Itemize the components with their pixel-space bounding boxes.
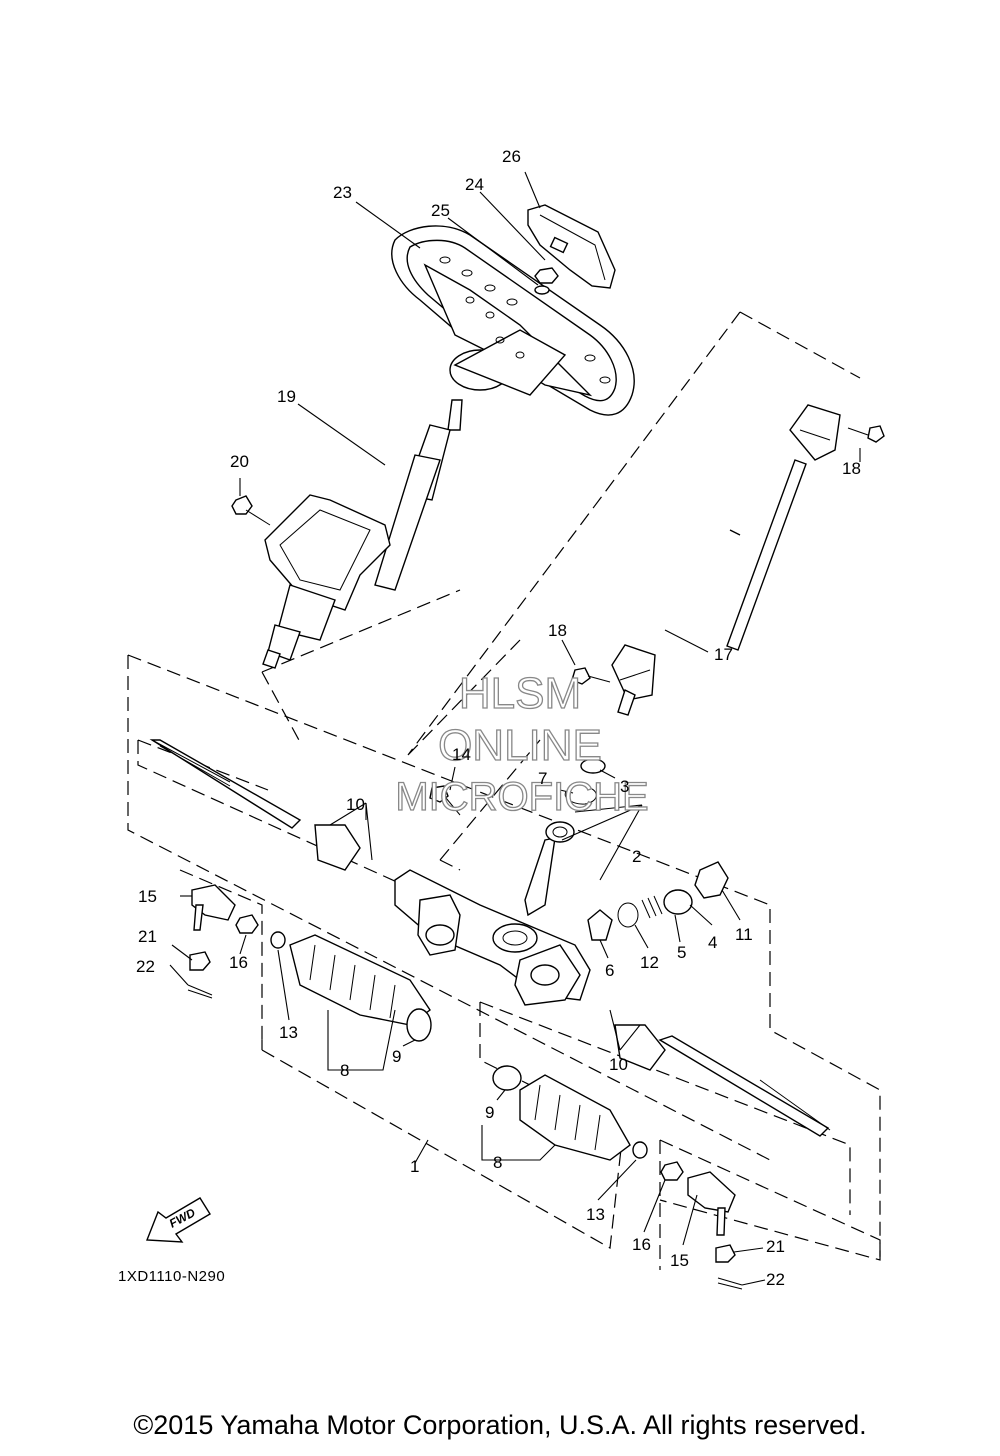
callout-26: 26: [502, 147, 521, 166]
bearing: [545, 821, 575, 843]
callout-21b: 21: [766, 1237, 785, 1256]
callout-20: 20: [230, 452, 249, 471]
tie-rod-nut-right: [660, 1161, 684, 1181]
diagram-code: 1XD1110-N290: [118, 1268, 226, 1285]
wheel-nut: [534, 267, 559, 284]
callout-18b: 18: [548, 621, 567, 640]
rack-guide: [663, 889, 693, 915]
circlip: [564, 787, 597, 805]
callout-25: 25: [431, 201, 450, 220]
watermark: HLSM ONLINE MICROFICHE: [395, 668, 650, 819]
callout-22b: 22: [766, 1270, 785, 1289]
fwd-arrow-icon: FWD: [145, 1197, 211, 1243]
callout-6: 6: [605, 961, 614, 980]
lock-nut: [694, 861, 729, 899]
callout-18a: 18: [842, 459, 861, 478]
column-bolt: [231, 495, 271, 526]
wheel-washer: [534, 285, 550, 295]
band-left: [406, 1008, 432, 1042]
callout-7: 7: [538, 769, 547, 788]
castle-nut-right: [715, 1244, 736, 1263]
callout-23: 23: [333, 183, 352, 202]
boot-left: [289, 934, 431, 1026]
callout-14: 14: [452, 745, 471, 764]
callout-15a: 15: [138, 887, 157, 906]
callout-8a: 8: [340, 1061, 349, 1080]
band-right: [492, 1065, 522, 1091]
spring: [641, 895, 663, 919]
cotter-pin-right: [717, 1277, 743, 1290]
watermark-line-2: ONLINE: [438, 721, 602, 770]
oil-seal: [580, 758, 606, 774]
callout-19: 19: [277, 387, 296, 406]
steering-column: [262, 399, 463, 669]
steering-wheel: [391, 225, 635, 416]
callout-21a: 21: [138, 927, 157, 946]
callout-labels: 1 2 3 4 5 6 7 8 8 9 9 10 10 11 12 13 13 …: [136, 147, 861, 1289]
callout-22a: 22: [136, 957, 155, 976]
cotter-pin-left: [187, 984, 213, 999]
callout-4: 4: [708, 933, 717, 952]
callout-9a: 9: [392, 1047, 401, 1066]
tie-rod-nut-left: [235, 914, 259, 934]
callout-15b: 15: [670, 1251, 689, 1270]
leader-lines: [169, 171, 861, 1286]
callout-9b: 9: [485, 1103, 494, 1122]
callout-1: 1: [410, 1157, 419, 1176]
callout-5: 5: [677, 943, 686, 962]
o-ring: [617, 902, 639, 928]
callout-24: 24: [465, 175, 484, 194]
callout-3: 3: [620, 777, 629, 796]
callout-17: 17: [714, 645, 733, 664]
tie-rod-end-right: [687, 1171, 736, 1236]
center-cap: [527, 204, 616, 289]
joint-bolt-upper: [847, 425, 885, 443]
joint-bolt-lower: [571, 667, 611, 685]
callout-13b: 13: [586, 1205, 605, 1224]
callout-8b: 8: [493, 1153, 502, 1172]
clamp-right: [632, 1141, 648, 1159]
rack-cap: [587, 909, 613, 941]
watermark-line-1: HLSM: [459, 669, 581, 718]
callout-10b: 10: [609, 1055, 628, 1074]
watermark-line-3: MICROFICHE: [395, 775, 648, 819]
clamp-left: [270, 931, 286, 949]
boot-right: [519, 1074, 631, 1161]
steering-joint-shaft: [611, 404, 841, 716]
callout-2: 2: [632, 847, 641, 866]
castle-nut-left: [189, 951, 211, 971]
steering-gear-assembly: [149, 739, 831, 1137]
callout-10a: 10: [346, 795, 365, 814]
gear-bolt: [429, 785, 461, 816]
copyright-notice: ©2015 Yamaha Motor Corporation, U.S.A. A…: [133, 1410, 867, 1440]
inner-tie-rod-left: [314, 824, 361, 871]
callout-16b: 16: [632, 1235, 651, 1254]
callout-12: 12: [640, 953, 659, 972]
callout-11: 11: [735, 925, 753, 944]
tie-rod-end-left: [191, 884, 236, 931]
callout-16a: 16: [229, 953, 248, 972]
callout-13a: 13: [279, 1023, 298, 1042]
